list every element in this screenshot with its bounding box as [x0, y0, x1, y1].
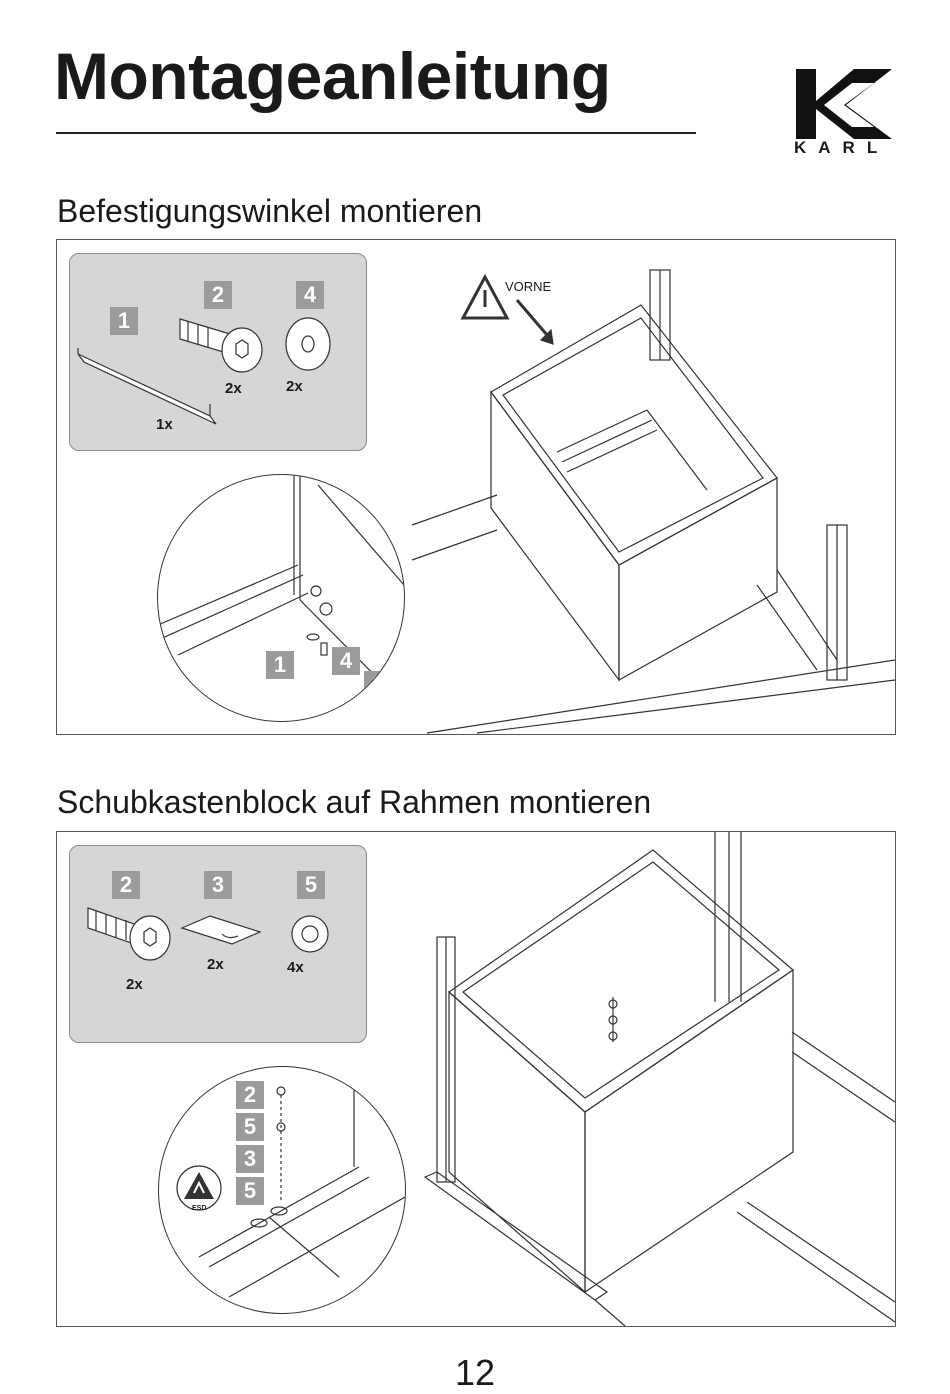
- section1-detail-circle: 1 4 2: [157, 474, 405, 722]
- part-illustrations: [77, 317, 331, 425]
- part-badge-4: 4: [296, 281, 324, 309]
- part-qty-5: 4x: [287, 959, 304, 976]
- part-qty-3: 2x: [207, 956, 224, 973]
- section2-heading: Schubkastenblock auf Rahmen montieren: [57, 784, 652, 820]
- section1-parts-panel: 1 2 4 1x 2x 2x: [69, 253, 367, 451]
- section2-parts-panel: 2 3 5 2x 2x 4x: [69, 845, 367, 1043]
- detail2-badge-5a: 5: [236, 1113, 264, 1141]
- title-rule: [56, 132, 696, 134]
- detail-badge-1: 1: [266, 651, 294, 679]
- detail-badge-4: 4: [332, 647, 360, 675]
- part-badge-5: 5: [297, 871, 325, 899]
- section2-detail-circle: 2 5 3 5 ESD: [158, 1066, 406, 1314]
- detail2-badge-3: 3: [236, 1145, 264, 1173]
- page-title: Montageanleitung: [54, 39, 611, 113]
- section1-heading: Befestigungswinkel montieren: [57, 193, 483, 229]
- part-qty-2: 2x: [225, 380, 242, 397]
- part-qty-1: 1x: [156, 416, 173, 433]
- detail2-badge-5b: 5: [236, 1177, 264, 1205]
- detail-badge-2: 2: [364, 671, 392, 699]
- part-illustrations-2: [87, 907, 329, 961]
- vorne-label: VORNE: [505, 279, 552, 294]
- detail-drawing: [158, 475, 404, 706]
- part-badge-1: 1: [110, 307, 138, 335]
- section1-main-drawing: [411, 269, 895, 734]
- esd-warning-icon: [176, 1165, 222, 1211]
- part-badge-2b: 2: [112, 871, 140, 899]
- part-qty-4: 2x: [286, 378, 303, 395]
- part-badge-3: 3: [204, 871, 232, 899]
- section1-figure: VORNE 1 2 4 1x 2x 2x: [56, 239, 896, 735]
- page-number: 12: [454, 1352, 496, 1393]
- logo-wordmark: KARL: [794, 138, 890, 157]
- detail2-badge-2: 2: [236, 1081, 264, 1109]
- section2-figure: 2 3 5 2x 2x 4x: [56, 831, 896, 1327]
- part-qty-2b: 2x: [126, 976, 143, 993]
- esd-label: ESD: [192, 1205, 207, 1212]
- part-badge-2: 2: [204, 281, 232, 309]
- detail-drawing-2: [198, 1067, 405, 1298]
- section2-main-drawing: [423, 832, 895, 1326]
- karl-logo: [796, 69, 892, 139]
